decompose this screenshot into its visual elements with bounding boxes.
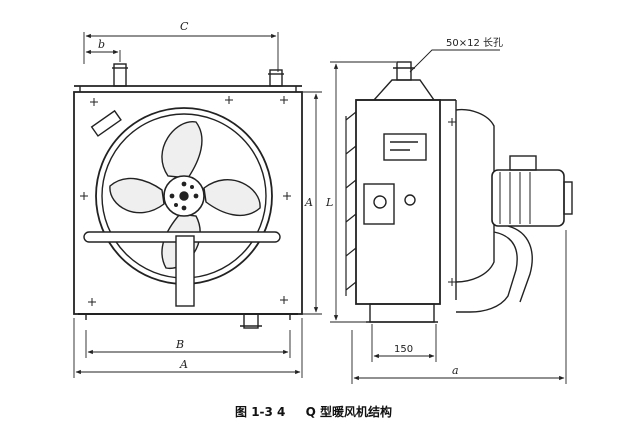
dim-label-b: b bbox=[98, 38, 105, 51]
side-view bbox=[345, 61, 573, 323]
front-view bbox=[73, 63, 303, 329]
dimension-lines bbox=[73, 32, 567, 384]
side-casing bbox=[355, 99, 441, 305]
figure-caption: 图 1-3 4 Q 型暖风机结构 bbox=[0, 403, 627, 420]
dim-label-L: L bbox=[325, 196, 333, 209]
inlet-pipe-stub bbox=[113, 63, 127, 87]
side-bottom-stub bbox=[369, 303, 435, 323]
dim-label-C: C bbox=[180, 20, 189, 33]
dim-label-a: a bbox=[452, 364, 459, 377]
fan-blade bbox=[203, 179, 261, 217]
motor-terminal-box bbox=[509, 155, 537, 171]
drain-stub bbox=[243, 313, 259, 329]
fan-blade bbox=[161, 121, 203, 179]
caption-title: Q 型暖风机结构 bbox=[305, 405, 392, 419]
dim-label-A-vertical: A bbox=[304, 196, 313, 209]
caption-number: 图 1-3 4 bbox=[235, 405, 286, 419]
side-top-pipe bbox=[396, 61, 412, 81]
dim-label-B: B bbox=[175, 338, 184, 351]
outlet-pipe-stub bbox=[269, 69, 283, 87]
dim-label-150: 150 bbox=[394, 344, 413, 355]
slot-note: 50×12 长孔 bbox=[446, 37, 503, 49]
motor-body bbox=[491, 169, 565, 227]
nameplate bbox=[383, 133, 427, 161]
dim-label-A-horizontal: A bbox=[179, 358, 188, 371]
fan-blade bbox=[109, 177, 165, 214]
